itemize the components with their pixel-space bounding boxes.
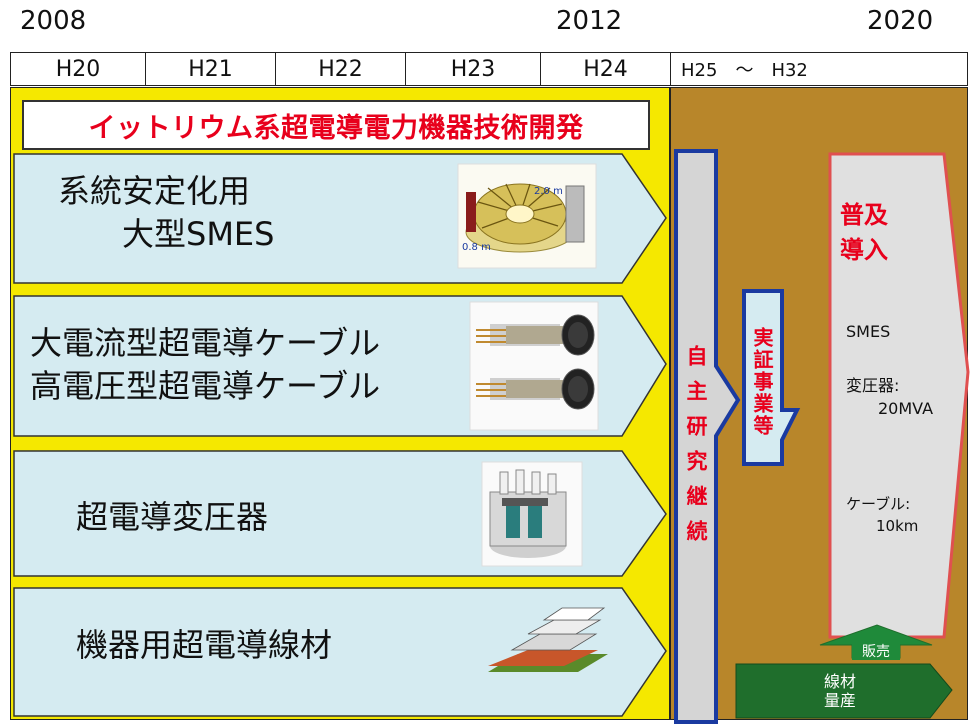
self-research-arrow-shape (674, 149, 741, 724)
tech-label-wire: 機器用超電導線材 (76, 626, 333, 664)
program-title-banner: イットリウム系超電導電力機器技術開発 (22, 100, 650, 150)
self-research-label: 自主研究継続 (684, 345, 708, 555)
wire-image (488, 607, 608, 672)
smes-dim-height: 0.8 m (462, 242, 491, 253)
tech-label-cable: 大電流型超電導ケーブル 高電圧型超電導ケーブル (30, 324, 381, 406)
header-h24: H24 (540, 52, 671, 86)
header-h21: H21 (145, 52, 276, 86)
adoption-cable: ケーブル: 10km (846, 495, 919, 535)
sales-arrow-shape (819, 624, 933, 659)
tech-label-transformer: 超電導変圧器 (76, 498, 269, 536)
wire-production-arrow-shape (735, 663, 953, 719)
header-h22: H22 (275, 52, 406, 86)
year-end: 2020 (867, 6, 934, 36)
header-h25-h32: H25 ～ H32 (670, 52, 968, 86)
cable-image (469, 301, 599, 431)
transformer-image (481, 461, 583, 567)
tech-label-smes: 系統安定化用 大型SMES (58, 172, 275, 254)
smes-image: 2.0 m 0.8 m (457, 163, 597, 269)
adoption-smes: SMES (846, 322, 891, 341)
year-mid: 2012 (556, 6, 623, 36)
demonstration-label: 実証事業等 (750, 327, 774, 437)
header-h23: H23 (405, 52, 541, 86)
tech-arrow-wire (13, 587, 667, 717)
sales-label: 販売 (852, 642, 900, 660)
year-start: 2008 (20, 6, 87, 36)
adoption-arrow-shape (828, 152, 970, 639)
smes-dim-diameter: 2.0 m (534, 186, 563, 197)
adoption-title: 普及 導入 (840, 201, 888, 264)
demonstration-arrow-shape (742, 289, 801, 466)
adoption-transformer: 変圧器: 20MVA (846, 376, 934, 419)
wire-production-label: 線材 量産 (823, 671, 856, 710)
